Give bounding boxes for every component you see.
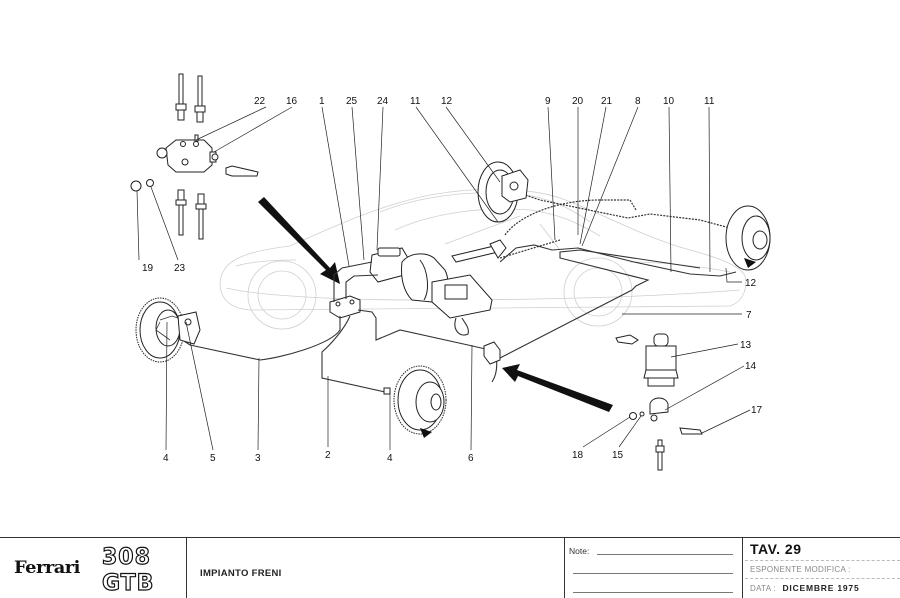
pointer-arrow-pressure-switch (502, 364, 613, 412)
stud-bottom-1 (175, 189, 187, 236)
callout-18: 18 (572, 450, 584, 461)
callout-15: 15 (612, 450, 624, 461)
stud-bottom-2 (195, 193, 207, 240)
note-line (573, 592, 733, 593)
callout-25: 25 (346, 96, 358, 107)
notes-area: Note: (567, 538, 737, 598)
nut-19 (130, 180, 142, 192)
handbrake-lever (451, 239, 507, 263)
divider (742, 538, 743, 598)
system-title: IMPIANTO FRENI (200, 568, 282, 579)
handbrake-cable-2 (504, 199, 637, 236)
callout-24: 24 (377, 96, 389, 107)
callout-7: 7 (746, 310, 752, 321)
callout-6: 6 (468, 453, 474, 464)
note-line (573, 573, 733, 574)
model-variant: GTB (102, 571, 154, 594)
brake-line-junction-block (329, 295, 361, 319)
brake-system-diagram: 22 16 19 23 1 25 24 11 12 9 20 21 8 10 1… (130, 73, 771, 471)
date-row: DATA : DICEMBRE 1975 (750, 583, 860, 593)
callout-11-upper-left: 11 (410, 96, 421, 107)
note-label: Note: (569, 546, 590, 556)
model-number: 308 (102, 545, 151, 570)
callout-12-lower: 12 (745, 278, 757, 289)
callout-22: 22 (254, 96, 266, 107)
date-value: DICEMBRE 1975 (782, 583, 860, 593)
divider (186, 538, 187, 598)
callout-23: 23 (174, 263, 186, 274)
callout-9: 9 (545, 96, 551, 107)
callout-1: 1 (319, 96, 325, 107)
callout-14: 14 (745, 361, 757, 372)
callout-12-upper: 12 (441, 96, 453, 107)
callout-4-right: 4 (387, 453, 393, 464)
rear-brake-disc-right (725, 205, 771, 271)
valve-group (130, 73, 259, 240)
washer-23 (146, 179, 154, 187)
callout-16: 16 (286, 96, 298, 107)
ferrari-logo: Ferrari (14, 558, 80, 578)
brake-pressure-regulator-valve (156, 134, 219, 173)
stud-side (225, 165, 259, 177)
reservoir-group (615, 333, 703, 471)
note-line (597, 554, 733, 555)
revision-label: ESPONENTE MODIFICA : (750, 565, 851, 574)
date-label: DATA : (750, 584, 776, 593)
divider (745, 578, 900, 579)
callout-3: 3 (255, 453, 261, 464)
master-cylinder-servo (369, 247, 493, 336)
callout-21: 21 (601, 96, 613, 107)
washer-15 (639, 411, 645, 417)
callout-5: 5 (210, 453, 216, 464)
model-logo: 308 GTB (101, 544, 154, 594)
front-brake-disc-left (135, 297, 201, 363)
callout-labels: 22 16 19 23 1 25 24 11 12 9 20 21 8 10 1… (142, 96, 763, 464)
stud-top-1 (175, 73, 187, 121)
callout-2: 2 (325, 450, 331, 461)
table-number: TAV. 29 (750, 541, 802, 557)
nut-18 (629, 412, 637, 420)
callout-13: 13 (740, 340, 752, 351)
callout-10: 10 (663, 96, 675, 107)
handbrake-cable (479, 179, 746, 259)
stud-top-2 (194, 75, 206, 123)
callout-4-left: 4 (163, 453, 169, 464)
callout-20: 20 (572, 96, 584, 107)
pointer-arrow-master-cylinder (258, 197, 340, 284)
front-brake-disc-right (383, 365, 447, 438)
callout-19: 19 (142, 263, 154, 274)
leader-lines (136, 106, 751, 451)
callout-11-upper-right: 11 (704, 96, 715, 107)
brake-light-switch (483, 341, 501, 365)
callout-17: 17 (751, 405, 763, 416)
rear-brake-disc-left (477, 161, 529, 223)
callout-8: 8 (635, 96, 641, 107)
divider (745, 560, 900, 561)
title-block: Ferrari 308 GTB IMPIANTO FRENI Note: TAV… (0, 537, 900, 598)
divider (564, 538, 565, 598)
